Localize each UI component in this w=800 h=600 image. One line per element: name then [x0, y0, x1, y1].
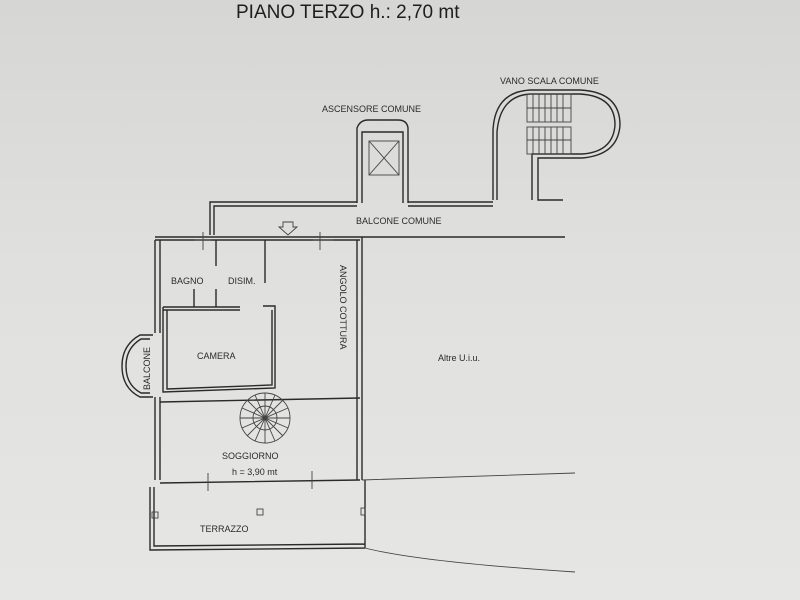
label-soggiorno-height: h = 3,90 mt [232, 467, 278, 477]
label-disim: DISIM. [228, 276, 256, 286]
label-balcone-comune: BALCONE COMUNE [356, 216, 442, 226]
other-units: Altre U.i.u. [361, 353, 576, 573]
label-balcone: BALCONE [142, 347, 152, 390]
label-bagno: BAGNO [171, 276, 204, 286]
entrance-arrow-icon [277, 221, 299, 236]
common-balcony: BALCONE COMUNE [155, 201, 565, 238]
common-elevator: ASCENSORE COMUNE [322, 104, 421, 203]
label-altre-uiu: Altre U.i.u. [438, 353, 480, 363]
apartment: BAGNO DISIM. CAMERA BALCONE ANGOLO COTTU… [121, 232, 366, 551]
label-ascensore: ASCENSORE COMUNE [322, 104, 421, 114]
spiral-staircase-icon [239, 392, 291, 444]
label-soggiorno: SOGGIORNO [222, 451, 279, 461]
common-stairwell: VANO SCALA COMUNE [492, 76, 621, 201]
label-terrazzo: TERRAZZO [200, 524, 249, 534]
plan-title: PIANO TERZO h.: 2,70 mt [236, 2, 460, 23]
label-camera: CAMERA [197, 351, 236, 361]
label-angolo-cottura: ANGOLO COTTURA [338, 265, 348, 350]
label-vano-scala: VANO SCALA COMUNE [500, 76, 599, 86]
